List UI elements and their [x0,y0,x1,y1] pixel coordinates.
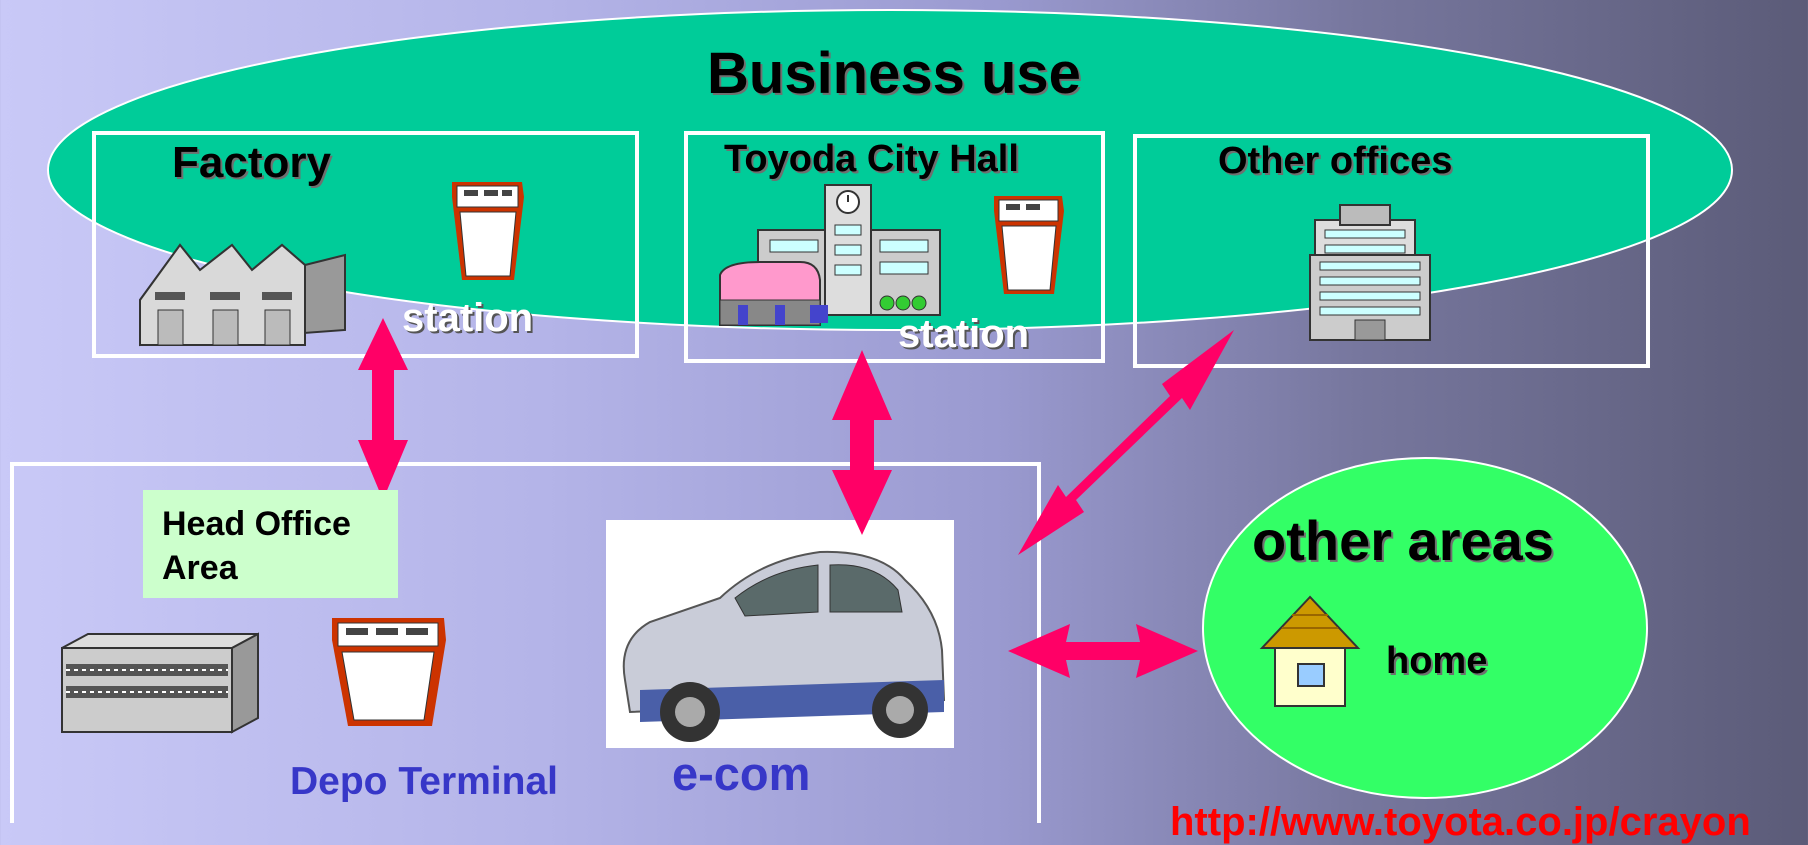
depo-terminal-label: Depo Terminal [290,760,558,803]
head-office-label: Head Office Area [162,502,351,590]
home-label: home [1386,640,1488,682]
factory-title: Factory [172,138,331,187]
head-office-label-line1: Head Office [162,505,351,543]
home-icon [1259,595,1361,707]
office-building-icon [1309,204,1431,341]
arrow-cityhall-ecom [832,350,892,535]
other-areas-ellipse [1202,457,1648,799]
head-office-label-box [143,490,398,598]
arrow-factory-headoffice [358,318,408,500]
factory-station-label: station [402,296,534,340]
depo-station-icon [332,618,446,726]
arrow-offices-ecom [1018,330,1234,555]
head-office-label-line2: Area [162,549,238,587]
factory-icon [139,243,346,347]
city-hall-station-label: station [898,312,1030,356]
other-offices-frame [1133,134,1650,368]
business-use-title: Business use [707,41,1081,106]
factory-station-icon [452,182,524,280]
city-hall-building-icon [719,184,941,326]
ecom-label: e-com [672,747,811,800]
head-office-building-icon [61,632,259,734]
city-hall-station-icon [994,196,1064,294]
city-hall-frame [684,131,1105,363]
arrow-ecom-otherareas [1008,624,1198,678]
ecom-car-image [606,520,954,748]
city-hall-title: Toyoda City Hall [724,138,1019,180]
diagram-canvas [48,10,1732,799]
other-offices-title: Other offices [1218,140,1453,182]
other-areas-title: other areas [1252,509,1554,572]
